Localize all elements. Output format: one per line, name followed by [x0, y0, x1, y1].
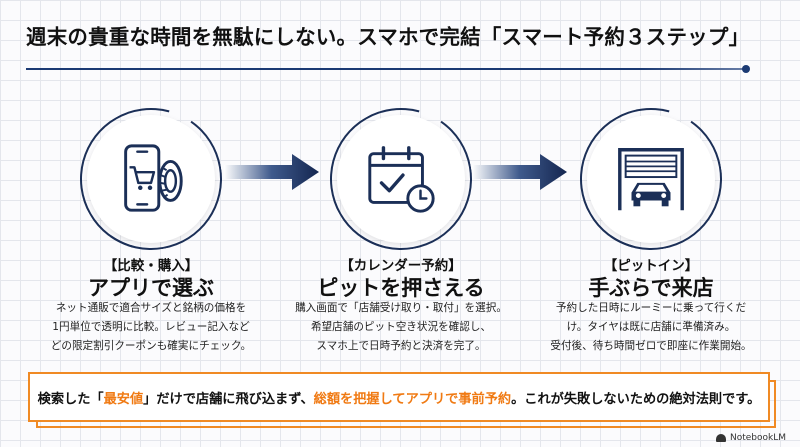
- key-rule-callout: 検索した「最安値」だけで店舗に飛び込まず、総額を把握してアプリで事前予約。これが…: [28, 372, 776, 428]
- smartphone-cart-tire-icon: [124, 144, 183, 212]
- step-1-tag: 【比較・購入】: [103, 258, 199, 274]
- title-underline: [26, 68, 748, 70]
- step-3-tag: 【ピットイン】: [603, 258, 699, 274]
- step-1-description: ネット通販で適合サイズと銘柄の価格を 1円単位で透明に比較。レビュー記入など ど…: [50, 302, 252, 352]
- page-title: 週末の貴重な時間を無駄にしない。スマホで完結「スマート予約３ステップ」: [26, 25, 750, 49]
- step-3-title: 手ぶらで来店: [588, 276, 714, 300]
- brand-watermark: NotebookLM: [715, 433, 786, 443]
- step-3-icon-circle: [587, 115, 715, 243]
- step-1-title: アプリで選ぶ: [88, 276, 214, 300]
- step-2-description: 購入画面で「店舗受け取り・取付」を選択。 希望店舗のピット空き状況を確認し、 ス…: [295, 302, 507, 352]
- highlight-lowest-price: 最安値: [103, 391, 144, 407]
- arrow-right-icon: [224, 154, 319, 190]
- step-3-description: 予約した日時にルーミーに乗って行くだ け。タイヤは既に店舗に準備済み。 受付後、…: [550, 302, 752, 352]
- highlight-advance-booking: 総額を把握してアプリで事前予約: [313, 391, 512, 407]
- calendar-clock-icon: [368, 146, 435, 213]
- step-2-title: ピットを押さえる: [317, 276, 485, 300]
- step-1-icon-circle: [87, 115, 215, 243]
- title-underline-dot: [742, 65, 750, 73]
- step-2-icon-circle: [337, 115, 465, 243]
- step-2-tag: 【カレンダー予約】: [340, 258, 462, 274]
- notebooklm-logo-icon: [715, 434, 726, 442]
- arrow-right-icon: [472, 154, 567, 190]
- garage-car-icon: [618, 148, 684, 211]
